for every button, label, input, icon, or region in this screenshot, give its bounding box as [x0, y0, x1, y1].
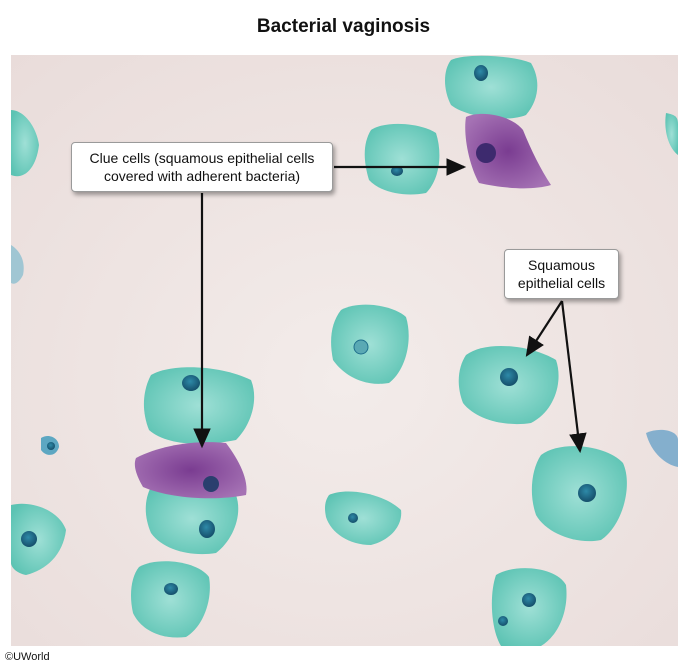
squamous-cell [331, 304, 409, 384]
squamous-cell [11, 503, 66, 575]
squamous-cell [41, 436, 59, 455]
clue-cell [134, 442, 247, 499]
squamous-cell [11, 245, 24, 284]
copyright-notice: ©UWorld [5, 651, 50, 663]
squamous-cell [364, 123, 440, 195]
squamous-cell [143, 367, 255, 444]
squamous-cells-callout: Squamous epithelial cells [504, 249, 619, 299]
figure-title: Bacterial vaginosis [256, 16, 431, 37]
squamous-label-line2: epithelial cells [517, 275, 606, 291]
squamous-label-line1: Squamous [528, 257, 595, 273]
squamous-cell [145, 483, 239, 555]
clue-cells-label-line2: covered with adherent bacteria) [103, 168, 301, 184]
squamous-cell [11, 110, 39, 177]
squamous-cell [491, 568, 567, 646]
squamous-cell [445, 55, 538, 119]
clue-cell [465, 113, 551, 189]
clue-cells-callout: Clue cells (squamous epithelial cells co… [71, 142, 333, 192]
squamous-cell [458, 345, 559, 425]
squamous-cell [325, 491, 402, 545]
squamous-cell [665, 113, 678, 155]
clue-cells-label-line1: Clue cells (squamous epithelial cells [89, 150, 315, 166]
squamous-cell [131, 561, 210, 638]
squamous-cell [646, 429, 678, 467]
squamous-cell [531, 446, 627, 542]
